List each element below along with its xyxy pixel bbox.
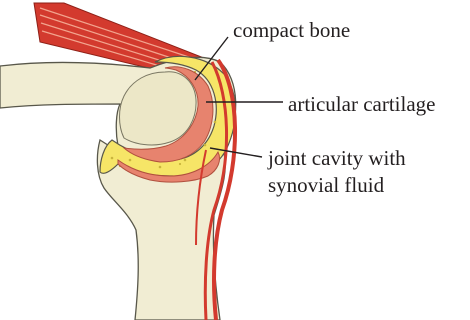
articular-cartilage-label: articular cartilage	[288, 92, 435, 116]
joint-cavity-label-line-2: synovial fluid	[268, 173, 385, 197]
compact-bone-label: compact bone	[233, 18, 350, 42]
joint-cavity-label-line-1: joint cavity with	[267, 146, 406, 170]
